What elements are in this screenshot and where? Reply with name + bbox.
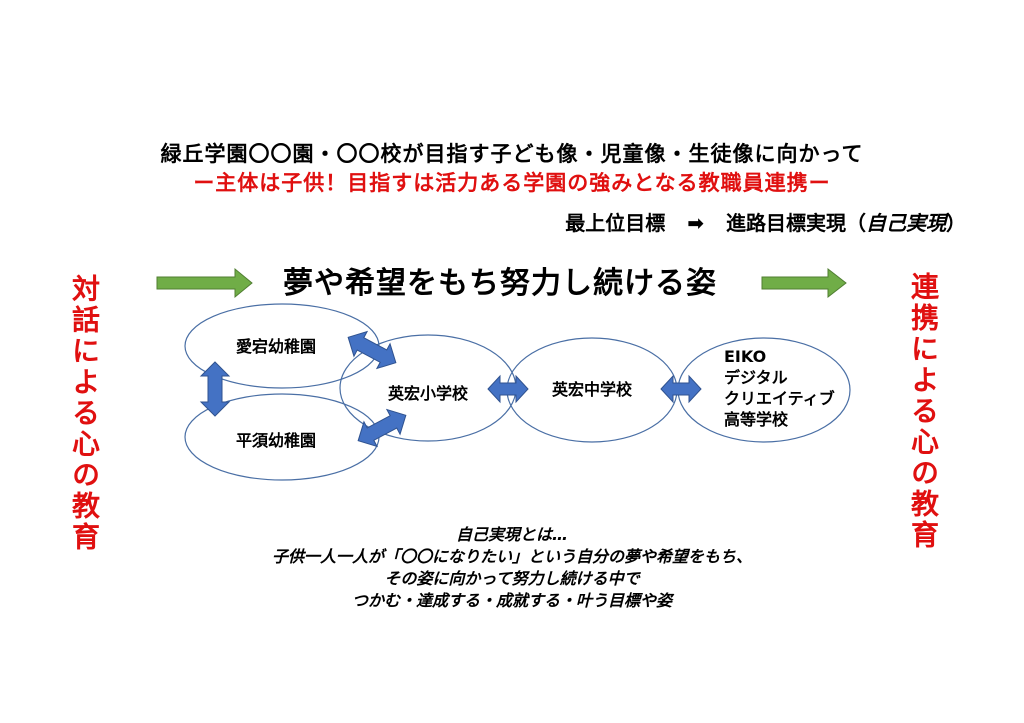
goal-suffix: ） — [946, 211, 966, 235]
right-arrow-icon: ➡ — [687, 211, 704, 235]
header-line-2: ー主体は子供！目指すは活力ある学園の強みとなる教職員連携ー — [193, 171, 831, 195]
header-line-1: 緑丘学園〇〇園・〇〇校が目指す子ども像・児童像・生徒像に向かって — [160, 142, 864, 166]
main-heading: 夢や希望をもち努力し続ける姿 — [283, 266, 717, 301]
node-junior: 英宏中学校 — [552, 380, 633, 399]
green-arrow-left — [156, 267, 253, 299]
node-elementary: 英宏小学校 — [388, 384, 469, 403]
eiko-line-4: 高等学校 — [724, 410, 789, 429]
node-hirasu: 平須幼稚園 — [236, 431, 317, 450]
blue-arrow-diagonal-bottom — [357, 408, 407, 448]
goal-text: 進路目標実現（ — [726, 211, 866, 235]
eiko-line-2: デジタル — [724, 368, 788, 387]
blue-arrow-junior-eiko — [660, 374, 702, 404]
goal-line: 最上位目標 ➡ 進路目標実現（自己実現） — [565, 207, 966, 236]
note-line-3: その姿に向かって努力し続ける中で — [384, 569, 640, 588]
node-aitaku: 愛宕幼稚園 — [236, 337, 317, 356]
goal-italic: 自己実現 — [866, 211, 946, 235]
blue-arrow-vertical — [199, 361, 231, 417]
goal-prefix: 最上位目標 — [565, 211, 666, 235]
note-line-1: 自己実現とは… — [455, 525, 568, 544]
blue-arrow-diagonal-top — [347, 330, 397, 370]
eiko-line-1: EIKO — [724, 347, 767, 366]
side-text-right: 連携による心の教育 — [907, 272, 940, 551]
eiko-line-3: クリエイティブ — [724, 389, 835, 408]
note-line-4: つかむ・達成する・成就する・叶う目標や姿 — [351, 591, 672, 610]
note-line-2: 子供一人一人が「〇〇になりたい」という自分の夢や希望をもち、 — [271, 547, 752, 566]
green-arrow-right — [761, 267, 847, 299]
blue-arrow-elem-junior — [487, 374, 529, 404]
side-text-left: 対話による心の教育 — [68, 274, 101, 553]
node-eiko: EIKO デジタル クリエイティブ 高等学校 — [724, 346, 835, 430]
self-realization-note: 自己実現とは… 子供一人一人が「〇〇になりたい」という自分の夢や希望をもち、 そ… — [0, 524, 1024, 612]
